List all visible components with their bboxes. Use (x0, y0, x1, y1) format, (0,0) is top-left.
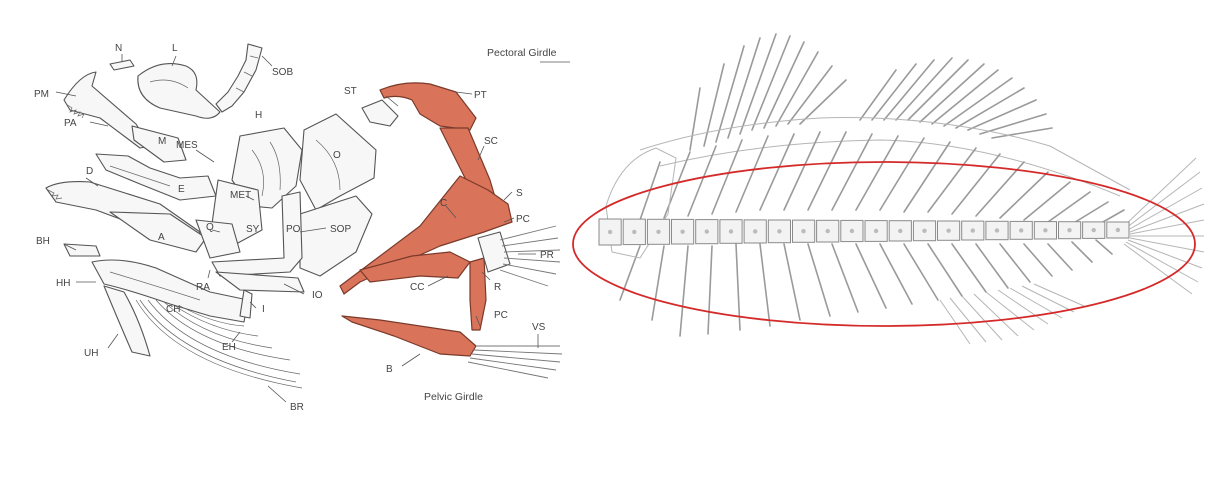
label-uh: UH (84, 348, 98, 359)
label-a: A (158, 232, 165, 243)
skull-bones-figure: N L SOB PM H M ST PT PA MES O SC D E MET… (34, 43, 570, 413)
label-pm: PM (34, 89, 49, 100)
label-l: L (172, 43, 178, 54)
label-sy: SY (246, 224, 260, 235)
label-ch: CH (166, 304, 180, 315)
anal-fin-rays (940, 284, 1084, 344)
vertebra-centrum (874, 229, 878, 233)
label-bh: BH (36, 236, 50, 247)
label-hh: HH (56, 278, 70, 289)
label-i: I (262, 304, 265, 315)
label-pc-lower: PC (494, 310, 508, 321)
vertebra-centrum (1019, 228, 1023, 232)
vertebra-centrum (801, 229, 805, 233)
label-po: PO (286, 224, 301, 235)
label-r: R (494, 282, 501, 293)
vertebral-column (599, 219, 1129, 245)
vertebra-centrum (753, 229, 757, 233)
label-e: E (178, 184, 185, 195)
fish-skeleton-figure (573, 34, 1204, 344)
suborbital-bones (216, 44, 262, 112)
label-b: B (386, 364, 393, 375)
vertebra-centrum (680, 230, 684, 234)
label-q: Q (206, 222, 214, 233)
dorsal-spines (690, 34, 846, 150)
label-sc: SC (484, 136, 498, 147)
vertebra-centrum (656, 230, 660, 234)
basihyal-bone (64, 244, 100, 256)
vertebra-centrum (777, 229, 781, 233)
caption-pectoral-girdle: Pectoral Girdle (487, 47, 557, 59)
subopercle-bone (300, 196, 372, 276)
vertebra-centrum (1092, 228, 1096, 232)
label-met: MET (230, 190, 251, 201)
label-eh: EH (222, 342, 236, 353)
vertebra-centrum (898, 229, 902, 233)
label-st: ST (344, 86, 357, 97)
urohyal-bone (104, 286, 150, 356)
label-ra: RA (196, 282, 210, 293)
label-sop: SOP (330, 224, 351, 235)
supratemporal-bone (362, 100, 398, 126)
scapula-coracoid (360, 252, 470, 282)
ribs-and-haemal-spines (620, 240, 1112, 336)
postcleithrum-upper (470, 258, 486, 330)
vertebra-centrum (632, 230, 636, 234)
label-cc: CC (410, 282, 424, 293)
vertebra-centrum (729, 229, 733, 233)
caudal-fin (1124, 158, 1204, 294)
label-n: N (115, 43, 122, 54)
neural-spines (640, 132, 1124, 226)
posttemporal-bone (380, 83, 476, 130)
vertebra-centrum (946, 229, 950, 233)
interopercle-bone (216, 272, 304, 292)
caption-pelvic-girdle: Pelvic Girdle (424, 391, 483, 403)
label-h: H (255, 110, 262, 121)
label-pr: PR (540, 250, 554, 261)
vertebra-centrum (826, 229, 830, 233)
vertebra-centrum (1067, 228, 1071, 232)
label-d: D (86, 166, 93, 177)
pelvic-fin-rays (468, 346, 562, 378)
vertebra-centrum (1116, 228, 1120, 232)
vertebra-centrum (971, 228, 975, 232)
label-sob: SOB (272, 67, 293, 78)
vertebra-centrum (1043, 228, 1047, 232)
label-pc-upper: PC (516, 214, 530, 225)
pelvic-girdle (342, 316, 562, 378)
pectoral-girdle (340, 83, 560, 330)
basipterygium-bone (342, 316, 476, 356)
label-s: S (516, 188, 523, 199)
opercle-bone (300, 114, 376, 210)
label-pa: PA (64, 118, 77, 129)
label-br: BR (290, 402, 304, 413)
vertebra-centrum (850, 229, 854, 233)
label-vs: VS (532, 322, 546, 333)
interhyal-bone (240, 290, 252, 318)
label-pt: PT (474, 90, 487, 101)
vertebra-centrum (995, 228, 999, 232)
label-mes: MES (176, 140, 198, 151)
vertebra-centrum (705, 229, 709, 233)
vertebra-centrum (922, 229, 926, 233)
lacrimal-bone (138, 64, 220, 119)
label-c: C (440, 198, 447, 209)
label-m: M (158, 136, 166, 147)
vertebra-centrum (608, 230, 612, 234)
label-io: IO (312, 290, 323, 301)
label-o: O (333, 150, 341, 161)
